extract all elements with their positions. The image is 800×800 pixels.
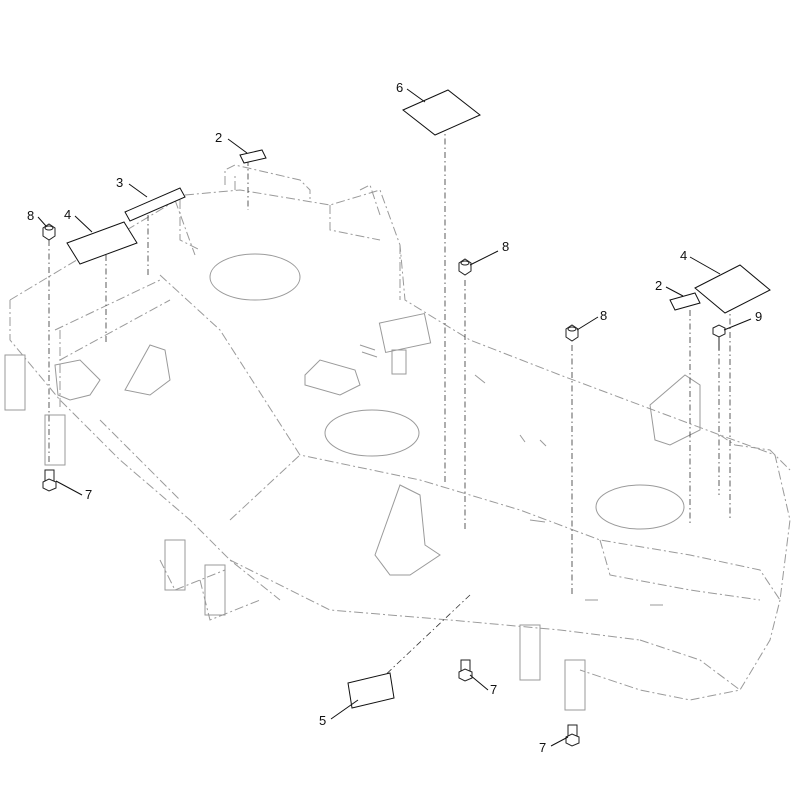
decal-2-right xyxy=(669,292,701,311)
callout-3: 3 xyxy=(116,175,123,190)
decals xyxy=(66,89,771,709)
bolt-7-right xyxy=(565,724,580,747)
nut-8-center xyxy=(458,258,472,276)
callout-8-left: 8 xyxy=(27,208,34,223)
deck-front-edge xyxy=(159,274,781,601)
callout-7-left: 7 xyxy=(85,487,92,502)
bolt-7-left xyxy=(42,469,57,492)
decal-2-left xyxy=(239,149,267,164)
callout-4-right: 4 xyxy=(680,248,687,263)
hardware xyxy=(42,223,726,747)
hitch-plate-b xyxy=(44,414,66,466)
callouts: 2 3 4 8 6 8 4 2 8 9 7 5 7 7 xyxy=(27,80,762,755)
centerline-k xyxy=(379,594,471,681)
deck-discharge xyxy=(159,559,261,621)
center-bracket-mount xyxy=(304,359,361,396)
deck-slots xyxy=(359,344,663,606)
decal-4-right xyxy=(694,264,771,314)
spindle-hole-right xyxy=(595,484,685,530)
decal-4-left xyxy=(66,221,138,265)
nut-8-right xyxy=(565,324,579,342)
decal-3 xyxy=(124,187,186,222)
callout-5: 5 xyxy=(319,713,326,728)
callout-4-left: 4 xyxy=(64,207,71,222)
hitch-plate-a xyxy=(4,354,26,411)
callout-8-center: 8 xyxy=(502,239,509,254)
leader-lines xyxy=(37,88,752,747)
rear-hitch-bracket-right xyxy=(649,374,701,446)
hitch-plate-e xyxy=(519,624,541,681)
hitch-plate-c xyxy=(164,539,186,591)
callout-7-right: 7 xyxy=(539,740,546,755)
callout-2-right: 2 xyxy=(655,278,662,293)
callout-7-center: 7 xyxy=(490,682,497,697)
bolt-9 xyxy=(712,324,726,350)
hitch-plates xyxy=(4,354,586,711)
deck-rear-brackets xyxy=(174,184,381,256)
callout-6: 6 xyxy=(396,80,403,95)
front-hitch-bracket-left xyxy=(54,344,171,401)
decal-5 xyxy=(347,672,395,709)
front-hitch-bracket-center xyxy=(374,484,441,576)
decal-6 xyxy=(402,89,481,136)
center-bracket-plate xyxy=(378,312,432,354)
deck-rear-handle xyxy=(224,164,311,200)
callout-2-left: 2 xyxy=(215,130,222,145)
bolt-7-center xyxy=(458,659,473,682)
deck-rear-skirt xyxy=(179,200,401,300)
spindle-hole-center xyxy=(324,409,420,457)
mower-deck xyxy=(4,164,791,711)
hitch-plate-d xyxy=(204,564,226,616)
deck-right-skirt xyxy=(599,434,791,691)
callout-9: 9 xyxy=(755,309,762,324)
callout-8-right: 8 xyxy=(600,308,607,323)
hitch-plate-f xyxy=(564,659,586,711)
deck-left-skirt xyxy=(9,300,281,601)
center-spacer xyxy=(391,349,407,375)
nut-8-left xyxy=(42,223,56,241)
spindle-hole-left xyxy=(209,253,301,301)
centerlines xyxy=(48,125,731,681)
deck-front-lip xyxy=(54,279,641,641)
